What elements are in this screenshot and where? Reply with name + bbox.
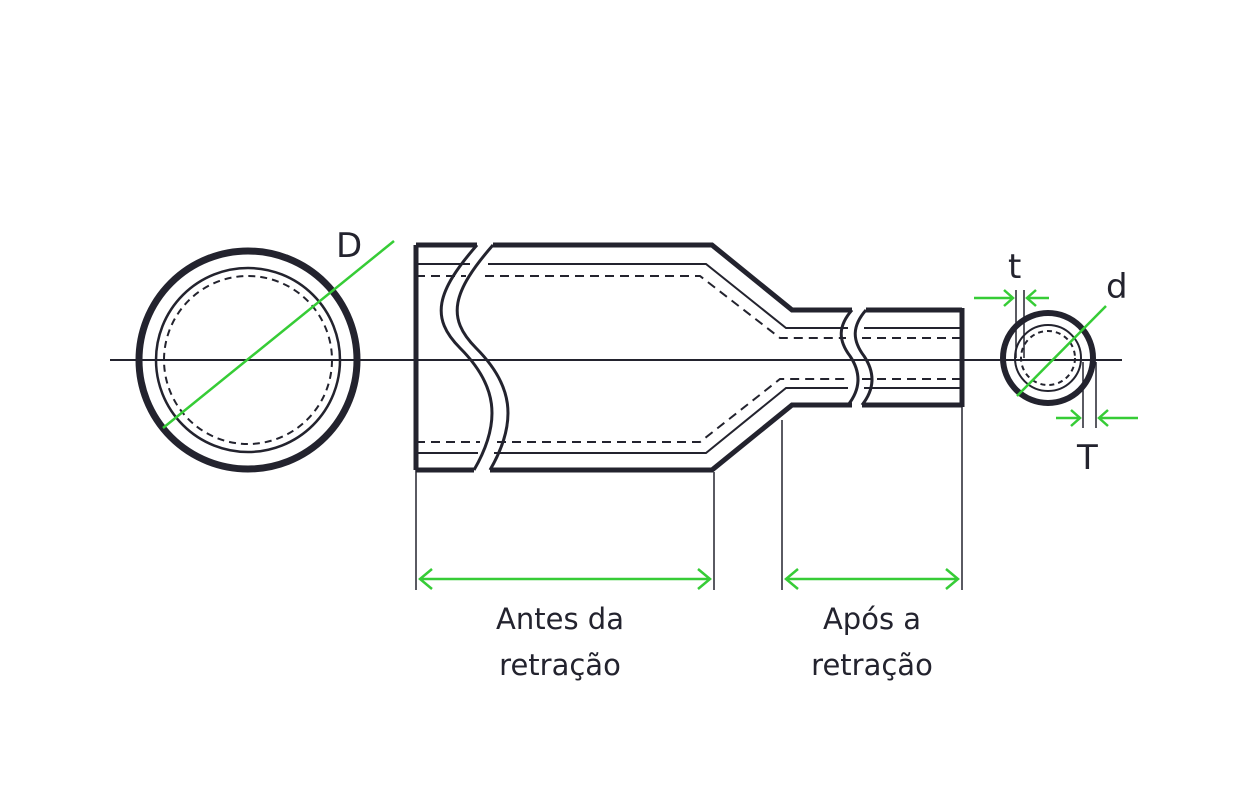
tube-break-line-right-2 [853, 309, 874, 406]
caption-after-line-1: Após a [822, 602, 922, 636]
caption-before-line-2: retração [499, 648, 621, 682]
caption-after-shrink: Após a retração [762, 596, 982, 688]
extension-lines [415, 407, 963, 590]
tube-outer-top [493, 242, 852, 313]
small-adhesive-circle [1020, 330, 1076, 386]
label-d: d [1106, 267, 1128, 307]
tube-break-line-left [439, 244, 494, 471]
diameter-D-line [162, 240, 395, 429]
tube-break-line-right [839, 309, 860, 406]
thickness-T-dimension [1056, 362, 1138, 428]
thickness-t-dimension [974, 289, 1049, 358]
inner-wall-circle [154, 266, 342, 454]
cross-section-after [1000, 305, 1107, 406]
diameter-d-line [1016, 305, 1107, 397]
tube-side-view [413, 242, 965, 473]
label-t: t [1008, 247, 1022, 287]
caption-before-line-1: Antes da [496, 602, 624, 636]
tube-adhesive-bottom [497, 378, 846, 443]
tube-inner-bottom [494, 387, 848, 454]
outer-wall-circle [135, 247, 361, 473]
length-dimension-before [418, 568, 712, 590]
small-inner-wall-circle [1014, 324, 1082, 392]
small-outer-wall-circle [1000, 310, 1096, 406]
length-dimension-after [784, 568, 960, 590]
caption-before-shrink: Antes da retração [450, 596, 670, 688]
tube-adhesive-top [485, 275, 846, 339]
tube-outer-bottom [490, 402, 852, 473]
tube-break-line-left-2 [455, 244, 510, 471]
adhesive-layer-circle [163, 275, 333, 445]
tube-inner-top [488, 263, 848, 329]
caption-after-line-2: retração [811, 648, 933, 682]
label-T: T [1077, 438, 1098, 478]
label-D: D [336, 226, 363, 266]
cross-section-before [135, 240, 395, 473]
